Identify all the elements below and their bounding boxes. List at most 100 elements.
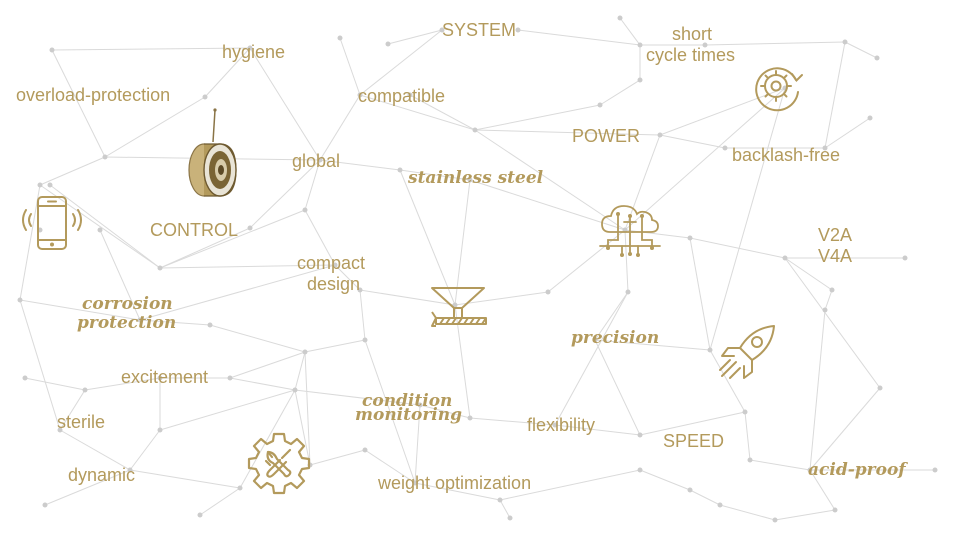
network-line (659, 87, 786, 136)
network-line (19, 299, 61, 431)
network-line (409, 94, 476, 131)
label-power: POWER (572, 126, 641, 146)
network-line (159, 264, 336, 269)
label-system: SYSTEM (442, 20, 517, 40)
network-node (877, 385, 883, 391)
network-line (499, 499, 511, 519)
network-line (294, 389, 421, 406)
network-line (624, 229, 629, 293)
network-node (782, 255, 788, 261)
label-compact: compact (297, 253, 366, 273)
network-node (637, 432, 643, 438)
network-node (247, 45, 253, 51)
network-node (42, 502, 48, 508)
network-node (97, 227, 103, 233)
network-line (709, 87, 786, 351)
network-node (832, 507, 838, 513)
network-node (102, 154, 108, 160)
funnel-screw-icon (431, 287, 487, 327)
network-node (137, 317, 143, 323)
network-line (594, 291, 629, 341)
network-line (239, 389, 296, 489)
network-line (454, 179, 471, 306)
network-line (414, 404, 421, 484)
brake-device-icon (188, 108, 237, 197)
network-node (417, 402, 423, 408)
label-compatible: compatible (358, 86, 446, 106)
network-node (472, 127, 478, 133)
label-design: design (307, 274, 361, 294)
label-flexibility: flexibility (527, 415, 596, 435)
network-line (639, 411, 746, 436)
network-node (202, 94, 208, 100)
network-node (657, 132, 663, 138)
label-precision: precision (571, 328, 660, 348)
network-line (399, 169, 471, 181)
gear-wrench-icon (247, 432, 311, 495)
network-line (334, 264, 361, 291)
label-excitement: excitement (121, 367, 209, 387)
network-line (554, 424, 641, 436)
network-node (497, 497, 503, 503)
network-node (385, 41, 391, 47)
network-line (659, 134, 726, 149)
network-node (337, 35, 343, 41)
network-line (749, 459, 811, 471)
network-node (902, 255, 908, 261)
network-node (467, 177, 473, 183)
network-node (157, 265, 163, 271)
network-line (304, 159, 321, 211)
network-node (397, 167, 403, 173)
network-node (362, 337, 368, 343)
label-stainless-steel: stainless steel (408, 168, 544, 188)
network-line (784, 257, 881, 389)
network-node (772, 517, 778, 523)
network-line (474, 104, 601, 131)
network-line (49, 184, 161, 269)
network-node (545, 289, 551, 295)
network-node (717, 502, 723, 508)
network-line (229, 351, 306, 379)
network-line (419, 404, 471, 419)
network-node (637, 77, 643, 83)
network-node (452, 302, 458, 308)
network-node (722, 145, 728, 151)
network-line (454, 291, 549, 306)
network-line (304, 209, 336, 266)
network-node (237, 485, 243, 491)
network-line (249, 159, 321, 229)
network-node (332, 262, 338, 268)
label-weight-optimization: weight optimization (378, 473, 532, 493)
network-line (399, 169, 456, 306)
network-line (469, 179, 626, 231)
network-node (357, 92, 363, 98)
network-line (294, 351, 306, 391)
network-line (704, 41, 846, 46)
network-line (364, 449, 416, 484)
network-line (159, 389, 296, 431)
network-node (302, 207, 308, 213)
network-line (339, 37, 361, 96)
network-line (104, 96, 206, 158)
network-line (594, 339, 711, 351)
network-node (357, 287, 363, 293)
label-control: CONTROL (150, 220, 239, 240)
network-node (822, 307, 828, 313)
network-line (209, 324, 306, 353)
network-node (82, 387, 88, 393)
network-line (304, 339, 366, 353)
network-line (39, 156, 106, 186)
network-line (59, 389, 86, 431)
network-line (129, 429, 161, 471)
network-node (467, 415, 473, 421)
label-dynamic: dynamic (68, 465, 136, 485)
network-line (204, 47, 251, 98)
network-line (517, 29, 641, 46)
network-node (552, 422, 558, 428)
label-global: global (292, 151, 341, 171)
network-line (59, 429, 131, 471)
network-node (822, 145, 828, 151)
network-line (319, 159, 401, 171)
network-line (364, 339, 416, 484)
network-node (17, 297, 23, 303)
